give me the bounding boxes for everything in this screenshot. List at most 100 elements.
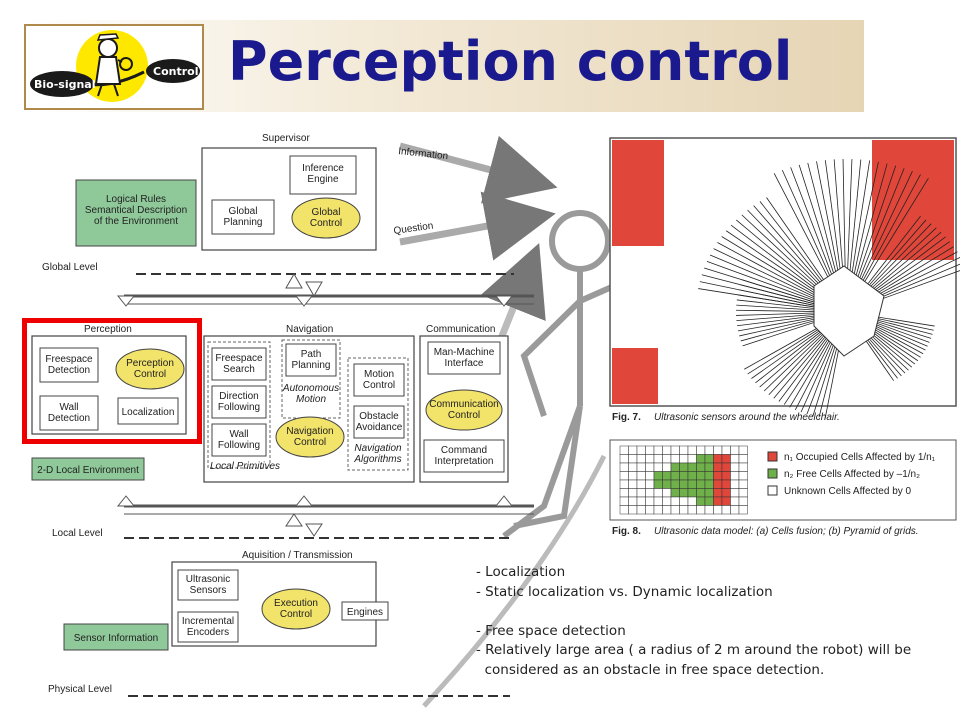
sensor-information: Sensor Information: [74, 633, 159, 644]
grid-cell: [687, 471, 697, 481]
grid-cell: [721, 445, 731, 455]
grid-cell: [713, 454, 723, 464]
person-inspecting-icon: Bio-signal Control: [30, 30, 200, 102]
grid-cell: [738, 488, 748, 498]
note-line: considered as an obstacle in free space …: [476, 661, 825, 678]
grid-cell: [704, 488, 714, 498]
sensor-information-box: [63, 623, 169, 651]
grid-cell: [662, 462, 672, 472]
grid-cell: [619, 496, 629, 506]
grid-cell: [713, 479, 723, 489]
grid-cell: [653, 505, 663, 515]
perception-label: Perception: [84, 324, 132, 335]
grid-cell: [738, 445, 748, 455]
grid-cell: [636, 488, 646, 498]
grid-cell: [730, 488, 740, 498]
grid-cell: [662, 496, 672, 506]
grid-cell: [738, 479, 748, 489]
note-line: - Relatively large area ( a radius of 2 …: [476, 642, 912, 658]
grid-cell: [721, 462, 731, 472]
grid-cell: [645, 454, 655, 464]
occupied-region: [612, 348, 658, 404]
grid-cell: [738, 462, 748, 472]
grid-cell: [628, 445, 638, 455]
grid-cell: [636, 454, 646, 464]
grid-cell: [670, 454, 680, 464]
cell-grid: [619, 445, 748, 515]
grid-cell: [738, 471, 748, 481]
legend-label: Unknown Cells Affected by 0: [784, 486, 912, 497]
grid-cell: [628, 454, 638, 464]
grid-cell: [636, 462, 646, 472]
local-environment-box: [31, 457, 145, 481]
engines: Engines: [347, 607, 383, 618]
grid-cell: [628, 505, 638, 515]
grid-cell: [653, 462, 663, 472]
grid-cell: [670, 445, 680, 455]
grid-cell: [687, 445, 697, 455]
fig8-label: Fig. 8.: [612, 526, 641, 537]
grid-cell: [653, 496, 663, 506]
grid-cell: [696, 496, 706, 506]
supervisor-label: Supervisor: [262, 133, 310, 144]
local-environment: 2-D Local Environment: [37, 465, 139, 476]
information-arrow: [399, 135, 558, 204]
fig7-caption: Ultrasonic sensors around the wheelchair…: [654, 412, 840, 423]
grid-cell: [628, 479, 638, 489]
grid-cell: [704, 479, 714, 489]
grid-cell: [670, 479, 680, 489]
grid-cell: [696, 445, 706, 455]
operator-head: [549, 210, 611, 272]
grid-cell: [628, 496, 638, 506]
grid-cell: [730, 496, 740, 506]
grid-cell: [721, 471, 731, 481]
grid-cell: [704, 454, 714, 464]
grid-cell: [696, 488, 706, 498]
grid-cell: [628, 462, 638, 472]
grid-cell: [704, 462, 714, 472]
grid-cell: [653, 445, 663, 455]
grid-cell: [687, 488, 697, 498]
grid-cell: [628, 488, 638, 498]
grid-cell: [696, 471, 706, 481]
grid-cell: [721, 479, 731, 489]
fig8-caption: Ultrasonic data model: (a) Cells fusion;…: [654, 526, 919, 537]
grid-cell: [662, 505, 672, 515]
grid-cell: [670, 471, 680, 481]
communication-label: Communication: [426, 324, 495, 335]
legend-label: n₂ Free Cells Affected by –1/n₂: [784, 469, 920, 480]
grid-cell: [679, 496, 689, 506]
grid-cell: [619, 454, 629, 464]
grid-cell: [730, 454, 740, 464]
note-line: - Static localization vs. Dynamic locali…: [476, 583, 773, 600]
grid-cell: [679, 462, 689, 472]
grid-cell: [704, 505, 714, 515]
grid-cell: [679, 454, 689, 464]
note-line: - Localization: [476, 564, 566, 580]
page-title: Perception control: [228, 30, 793, 93]
navigation-label: Navigation: [286, 324, 333, 335]
grid-cell: [636, 445, 646, 455]
perception-highlight-frame: [22, 318, 202, 444]
occupied-region: [612, 140, 664, 246]
grid-cell: [687, 496, 697, 506]
grid-cell: [730, 505, 740, 515]
grid-cell: [670, 488, 680, 498]
grid-cell: [636, 496, 646, 506]
grid-cell: [679, 479, 689, 489]
grid-cell: [653, 471, 663, 481]
grid-cell: [738, 496, 748, 506]
grid-cell: [721, 488, 731, 498]
